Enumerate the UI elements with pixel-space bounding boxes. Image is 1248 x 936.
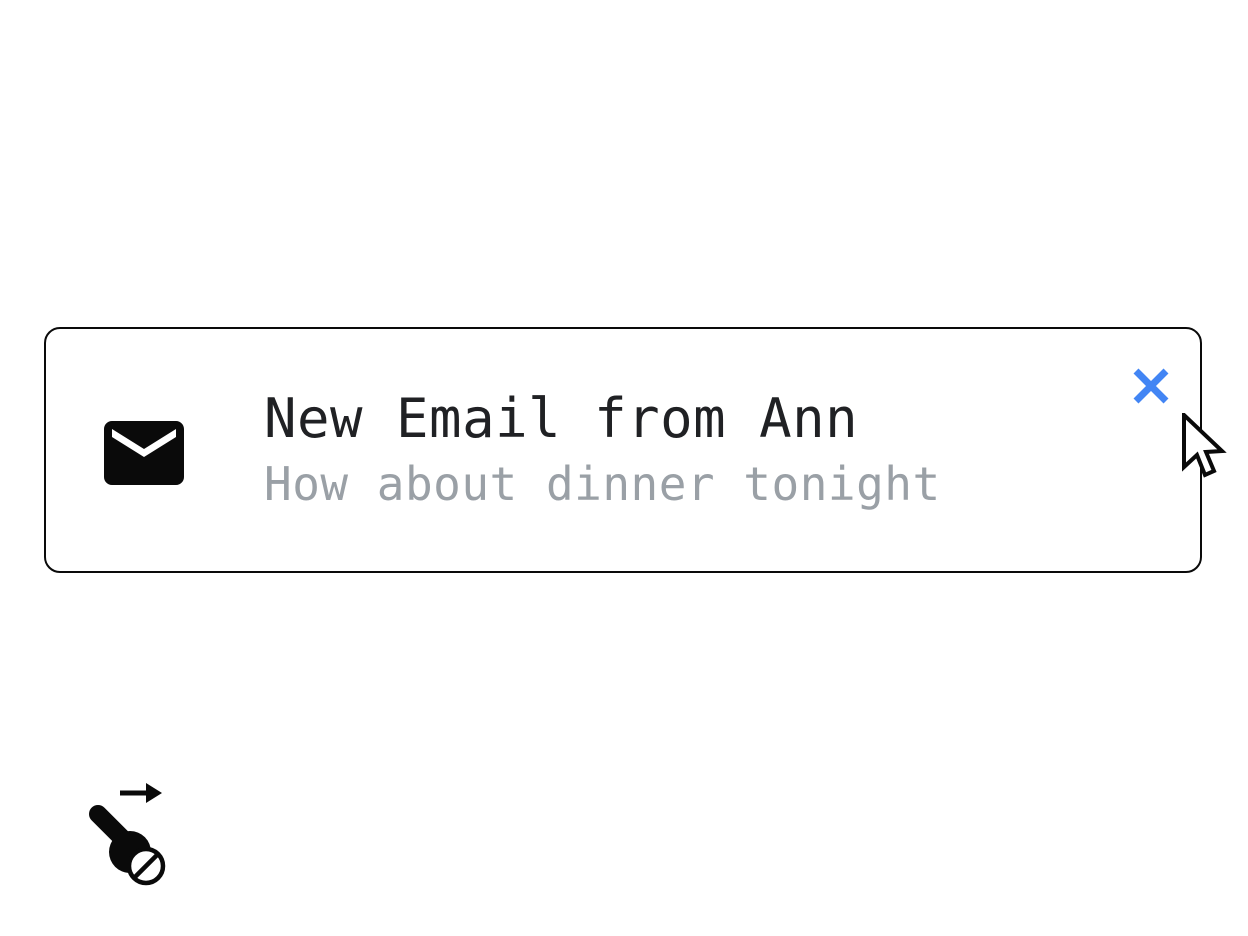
close-icon <box>1128 363 1174 409</box>
notification-subtitle: How about dinner tonight <box>264 457 941 511</box>
email-icon <box>96 405 192 501</box>
close-button[interactable] <box>1128 363 1174 409</box>
notification-card[interactable]: New Email from Ann How about dinner toni… <box>44 327 1202 573</box>
swipe-right-blocked-icon <box>78 778 178 888</box>
notification-title: New Email from Ann <box>264 387 859 450</box>
